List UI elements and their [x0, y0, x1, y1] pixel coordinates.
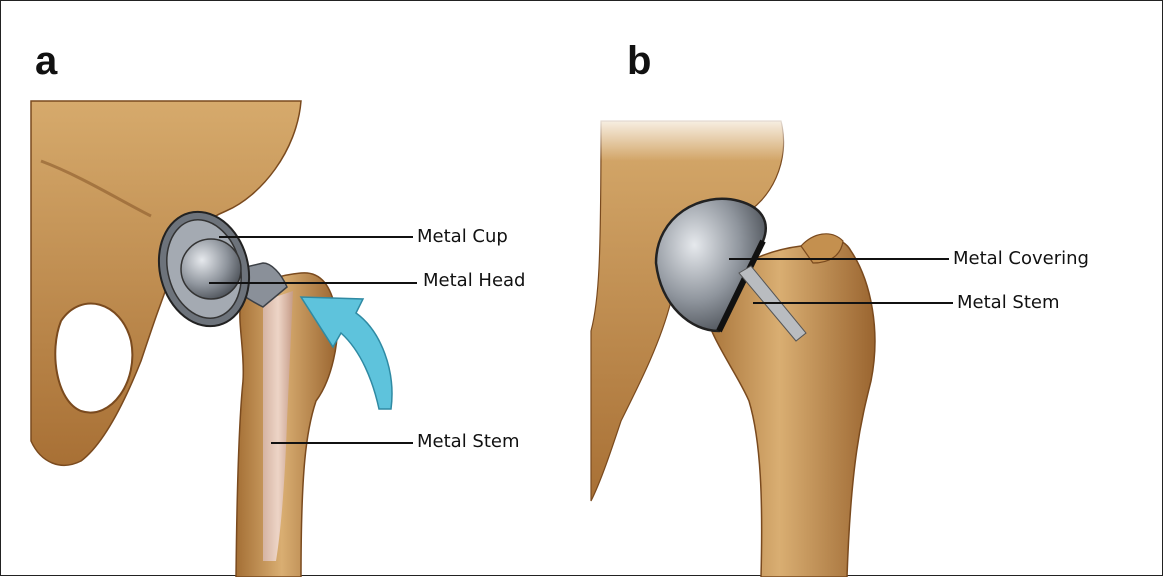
panel-label-b: b	[627, 41, 651, 81]
label-metal-stem-b: Metal Stem	[957, 294, 1060, 312]
panel-b-illustration	[591, 111, 953, 577]
panel-label-a: a	[35, 41, 57, 81]
label-metal-stem-a: Metal Stem	[417, 433, 520, 451]
panel-a-illustration	[31, 101, 417, 577]
label-metal-head: Metal Head	[423, 272, 525, 290]
label-metal-cup: Metal Cup	[417, 228, 508, 246]
label-metal-covering: Metal Covering	[953, 250, 1089, 268]
metal-head	[181, 239, 241, 299]
